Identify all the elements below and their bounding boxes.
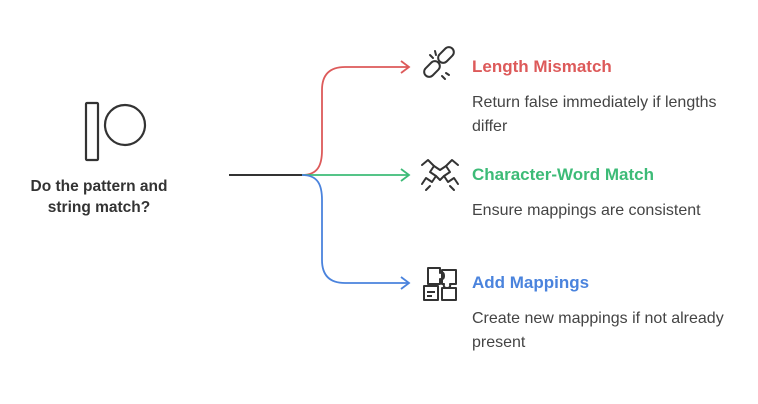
- patreon-logo-icon: [84, 101, 147, 162]
- arrowhead-add-mappings: [400, 276, 411, 290]
- connector-length-mismatch: [301, 66, 409, 176]
- broken-chain-icon: [423, 46, 455, 80]
- connector-add-mappings: [301, 174, 409, 284]
- puzzle-pieces-icon: [423, 267, 457, 301]
- branch-description-length-mismatch: Return false immediately if lengths diff…: [472, 94, 717, 135]
- branch-title-length-mismatch: Length Mismatch: [472, 57, 612, 76]
- branch-description-add-mappings: Create new mappings if not already prese…: [472, 310, 724, 351]
- arrowhead-character-word-match: [400, 168, 411, 182]
- handshake-icon: [421, 159, 459, 191]
- branch-title-add-mappings: Add Mappings: [472, 273, 590, 292]
- branch-title-character-word-match: Character-Word Match: [472, 165, 654, 184]
- arrowhead-length-mismatch: [400, 60, 411, 74]
- root-question-label: Do the pattern and string match?: [30, 178, 168, 216]
- branch-description-character-word-match: Ensure mappings are consistent: [472, 202, 701, 219]
